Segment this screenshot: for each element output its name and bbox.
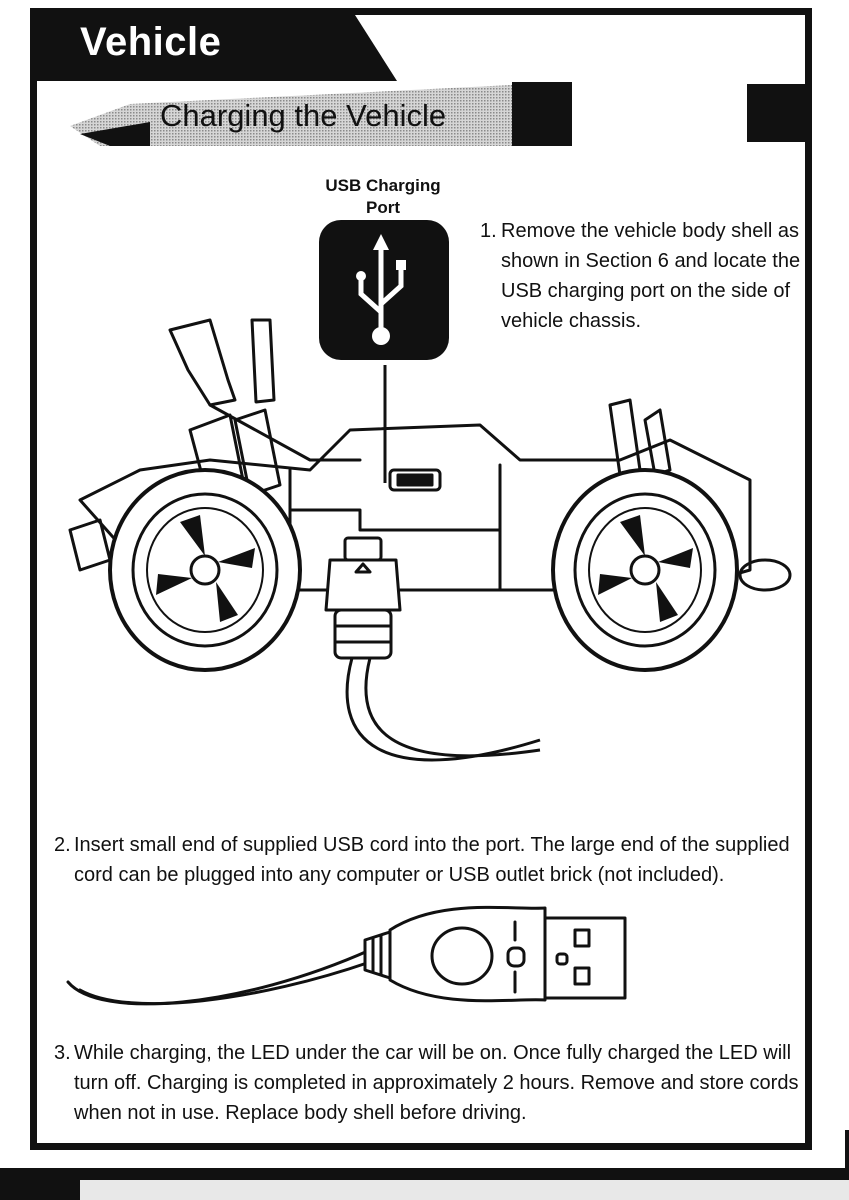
bottom-strip bbox=[80, 1180, 849, 1200]
step-text: Remove the vehicle body shell as shown i… bbox=[501, 220, 801, 332]
subtitle-band bbox=[70, 82, 572, 146]
edge-mark bbox=[845, 1130, 849, 1170]
usb-port-callout-label: USB Charging Port bbox=[325, 176, 441, 217]
step-text: Insert small end of supplied USB cord in… bbox=[74, 834, 790, 886]
step-number: 2. bbox=[54, 834, 71, 856]
instruction-step-3: 3. While charging, the LED under the car… bbox=[54, 1038, 804, 1128]
usb-icon bbox=[319, 220, 449, 360]
section-header-tab bbox=[37, 15, 397, 81]
step-number: 1. bbox=[480, 220, 497, 242]
vehicle-illustration bbox=[68, 318, 792, 762]
page-subtitle: Charging the Vehicle bbox=[160, 98, 447, 133]
step-text: While charging, the LED under the car wi… bbox=[74, 1042, 799, 1124]
callout-line bbox=[383, 365, 387, 483]
corner-tab-mark bbox=[747, 84, 807, 142]
step-number: 3. bbox=[54, 1042, 71, 1064]
usb-cable-illustration bbox=[66, 905, 627, 1006]
instruction-step-1: 1. Remove the vehicle body shell as show… bbox=[480, 216, 805, 336]
instruction-step-2: 2. Insert small end of supplied USB cord… bbox=[54, 830, 804, 890]
section-title: Vehicle bbox=[80, 20, 222, 64]
